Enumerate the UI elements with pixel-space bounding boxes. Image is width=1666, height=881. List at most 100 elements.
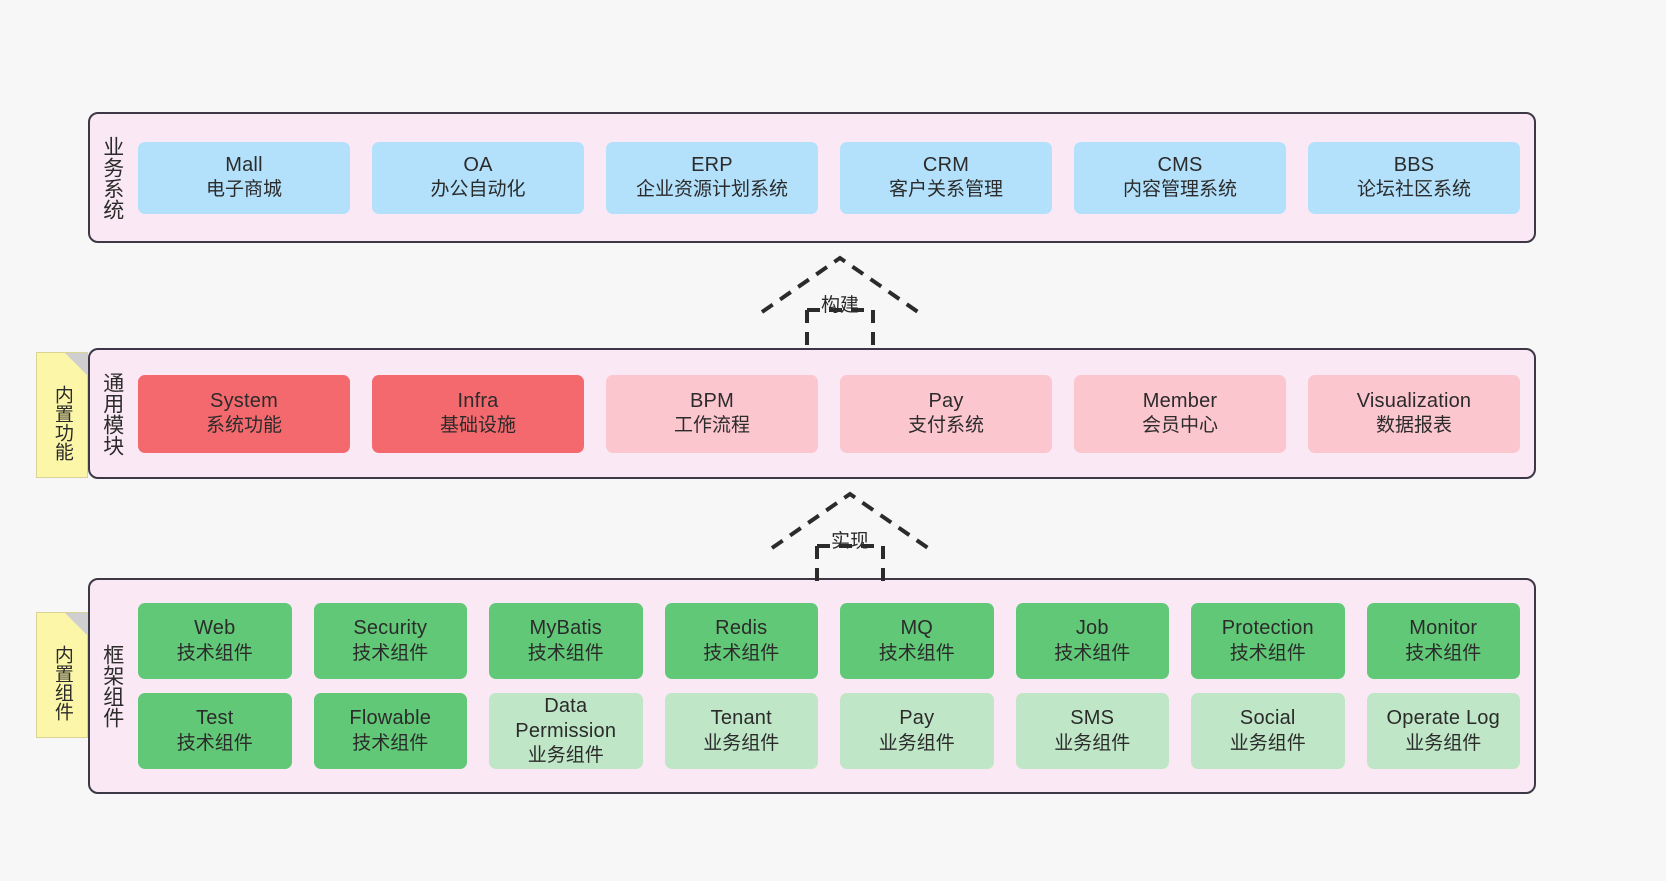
card-title: MQ xyxy=(900,617,934,640)
layer-label-framework-components: 框架组件 xyxy=(100,644,124,728)
card-security[interactable]: Security 技术组件 xyxy=(313,603,467,679)
card-bbs[interactable]: BBS 论坛社区系统 xyxy=(1308,141,1520,214)
card-subtitle: 客户关系管理 xyxy=(888,179,1003,201)
card-flowable[interactable]: Flowable 技术组件 xyxy=(313,693,467,769)
card-subtitle: 支付系统 xyxy=(907,415,984,437)
card-title: ERP xyxy=(691,153,733,176)
card-mybatis[interactable]: MyBatis 技术组件 xyxy=(489,603,643,679)
card-title: OA xyxy=(463,153,493,176)
card-title: Security xyxy=(353,617,428,640)
card-member[interactable]: Member 会员中心 xyxy=(1074,374,1286,453)
card-title: BBS xyxy=(1393,153,1435,176)
card-subtitle: 技术组件 xyxy=(1229,642,1306,664)
card-title: Pay xyxy=(928,389,964,412)
card-subtitle: 技术组件 xyxy=(176,732,253,754)
card-bpm[interactable]: BPM 工作流程 xyxy=(606,374,818,453)
note-fold-corner-icon xyxy=(65,613,87,635)
card-title: Member xyxy=(1142,389,1218,412)
card-cms[interactable]: CMS 内容管理系统 xyxy=(1074,141,1286,214)
card-social[interactable]: Social 业务组件 xyxy=(1191,693,1345,769)
card-subtitle: 技术组件 xyxy=(878,642,955,664)
layer-business-systems: 业务系统 Mall 电子商城 OA 办公自动化 ERP 企业资源计划系统 CRM xyxy=(88,112,1536,243)
card-mall[interactable]: Mall 电子商城 xyxy=(138,141,350,214)
card-subtitle: 办公自动化 xyxy=(430,179,526,201)
card-erp[interactable]: ERP 企业资源计划系统 xyxy=(606,141,818,214)
layer-body-framework-components: Web 技术组件 Security 技术组件 MyBatis 技术组件 Redi… xyxy=(134,580,1534,792)
card-operate-log[interactable]: Operate Log 业务组件 xyxy=(1366,693,1520,769)
card-subtitle: 基础设施 xyxy=(439,415,516,437)
dashed-generalization-arrow-icon xyxy=(760,255,920,348)
card-crm[interactable]: CRM 客户关系管理 xyxy=(840,141,1052,214)
card-system[interactable]: System 系统功能 xyxy=(138,374,350,453)
layer-body-common-modules: System 系统功能 Infra 基础设施 BPM 工作流程 Pay 支付系统… xyxy=(134,350,1534,477)
card-title: Tenant xyxy=(710,707,772,730)
card-row: System 系统功能 Infra 基础设施 BPM 工作流程 Pay 支付系统… xyxy=(138,374,1520,453)
card-web[interactable]: Web 技术组件 xyxy=(138,603,292,679)
card-subtitle: 业务组件 xyxy=(527,745,604,767)
card-title: Data Permission xyxy=(515,694,617,743)
card-infra[interactable]: Infra 基础设施 xyxy=(372,374,584,453)
layer-label-common-modules: 通用模块 xyxy=(100,371,124,456)
card-title: MyBatis xyxy=(529,617,603,640)
card-subtitle: 论坛社区系统 xyxy=(1356,179,1471,201)
card-redis[interactable]: Redis 技术组件 xyxy=(664,603,818,679)
card-subtitle: 业务组件 xyxy=(1229,732,1306,754)
card-subtitle: 会员中心 xyxy=(1141,415,1218,437)
card-title: Protection xyxy=(1221,617,1314,640)
card-subtitle: 技术组件 xyxy=(1405,642,1482,664)
layer-label-business-systems: 业务系统 xyxy=(100,135,124,220)
card-data-permission[interactable]: Data Permission 业务组件 xyxy=(489,693,643,769)
card-test[interactable]: Test 技术组件 xyxy=(138,693,292,769)
note-builtin-function: 内置功能 xyxy=(36,352,88,478)
card-subtitle: 技术组件 xyxy=(352,732,429,754)
card-title: Monitor xyxy=(1409,617,1478,640)
card-title: Infra xyxy=(457,389,499,412)
note-builtin-component: 内置组件 xyxy=(36,612,88,738)
connector-implement: 实现 xyxy=(762,488,938,584)
card-row: Web 技术组件 Security 技术组件 MyBatis 技术组件 Redi… xyxy=(138,603,1520,679)
card-subtitle: 技术组件 xyxy=(176,642,253,664)
card-title: Test xyxy=(196,707,234,730)
card-subtitle: 数据报表 xyxy=(1375,415,1452,437)
card-job[interactable]: Job 技术组件 xyxy=(1015,603,1169,679)
card-pay-module[interactable]: Pay 支付系统 xyxy=(840,374,1052,453)
card-monitor[interactable]: Monitor 技术组件 xyxy=(1366,603,1520,679)
card-title: Job xyxy=(1075,617,1109,640)
layer-common-modules: 通用模块 System 系统功能 Infra 基础设施 BPM 工作流程 Pay xyxy=(88,348,1536,479)
card-subtitle: 技术组件 xyxy=(1054,642,1131,664)
card-row: Test 技术组件 Flowable 技术组件 Data Permission … xyxy=(138,693,1520,769)
note-label: 内置功能 xyxy=(51,385,73,461)
card-row: Mall 电子商城 OA 办公自动化 ERP 企业资源计划系统 CRM 客户关系… xyxy=(138,141,1520,214)
card-title: Operate Log xyxy=(1386,707,1500,730)
card-sms[interactable]: SMS 业务组件 xyxy=(1015,693,1169,769)
card-title: Redis xyxy=(715,617,768,640)
card-title: SMS xyxy=(1070,707,1115,730)
card-visualization[interactable]: Visualization 数据报表 xyxy=(1308,374,1520,453)
card-subtitle: 电子商城 xyxy=(205,179,282,201)
card-subtitle: 业务组件 xyxy=(1405,732,1482,754)
card-protection[interactable]: Protection 技术组件 xyxy=(1191,603,1345,679)
card-subtitle: 内容管理系统 xyxy=(1122,179,1237,201)
card-title: CMS xyxy=(1157,153,1203,176)
dashed-generalization-arrow-icon xyxy=(770,491,930,584)
card-mq[interactable]: MQ 技术组件 xyxy=(840,603,994,679)
card-title: Visualization xyxy=(1356,389,1472,412)
card-subtitle: 系统功能 xyxy=(205,415,282,437)
card-tenant[interactable]: Tenant 业务组件 xyxy=(664,693,818,769)
card-title: Web xyxy=(194,617,236,640)
card-subtitle: 技术组件 xyxy=(527,642,604,664)
card-pay-component[interactable]: Pay 业务组件 xyxy=(840,693,994,769)
card-subtitle: 业务组件 xyxy=(1054,732,1131,754)
layer-body-business-systems: Mall 电子商城 OA 办公自动化 ERP 企业资源计划系统 CRM 客户关系… xyxy=(134,114,1534,241)
card-title: Social xyxy=(1239,707,1296,730)
card-oa[interactable]: OA 办公自动化 xyxy=(372,141,584,214)
card-title: Mall xyxy=(225,153,263,176)
card-title: Flowable xyxy=(349,707,432,730)
card-subtitle: 技术组件 xyxy=(703,642,780,664)
card-title: Pay xyxy=(899,707,935,730)
card-subtitle: 企业资源计划系统 xyxy=(635,179,788,201)
connector-label-implement: 实现 xyxy=(830,531,870,552)
card-subtitle: 业务组件 xyxy=(878,732,955,754)
card-title: BPM xyxy=(690,389,734,412)
